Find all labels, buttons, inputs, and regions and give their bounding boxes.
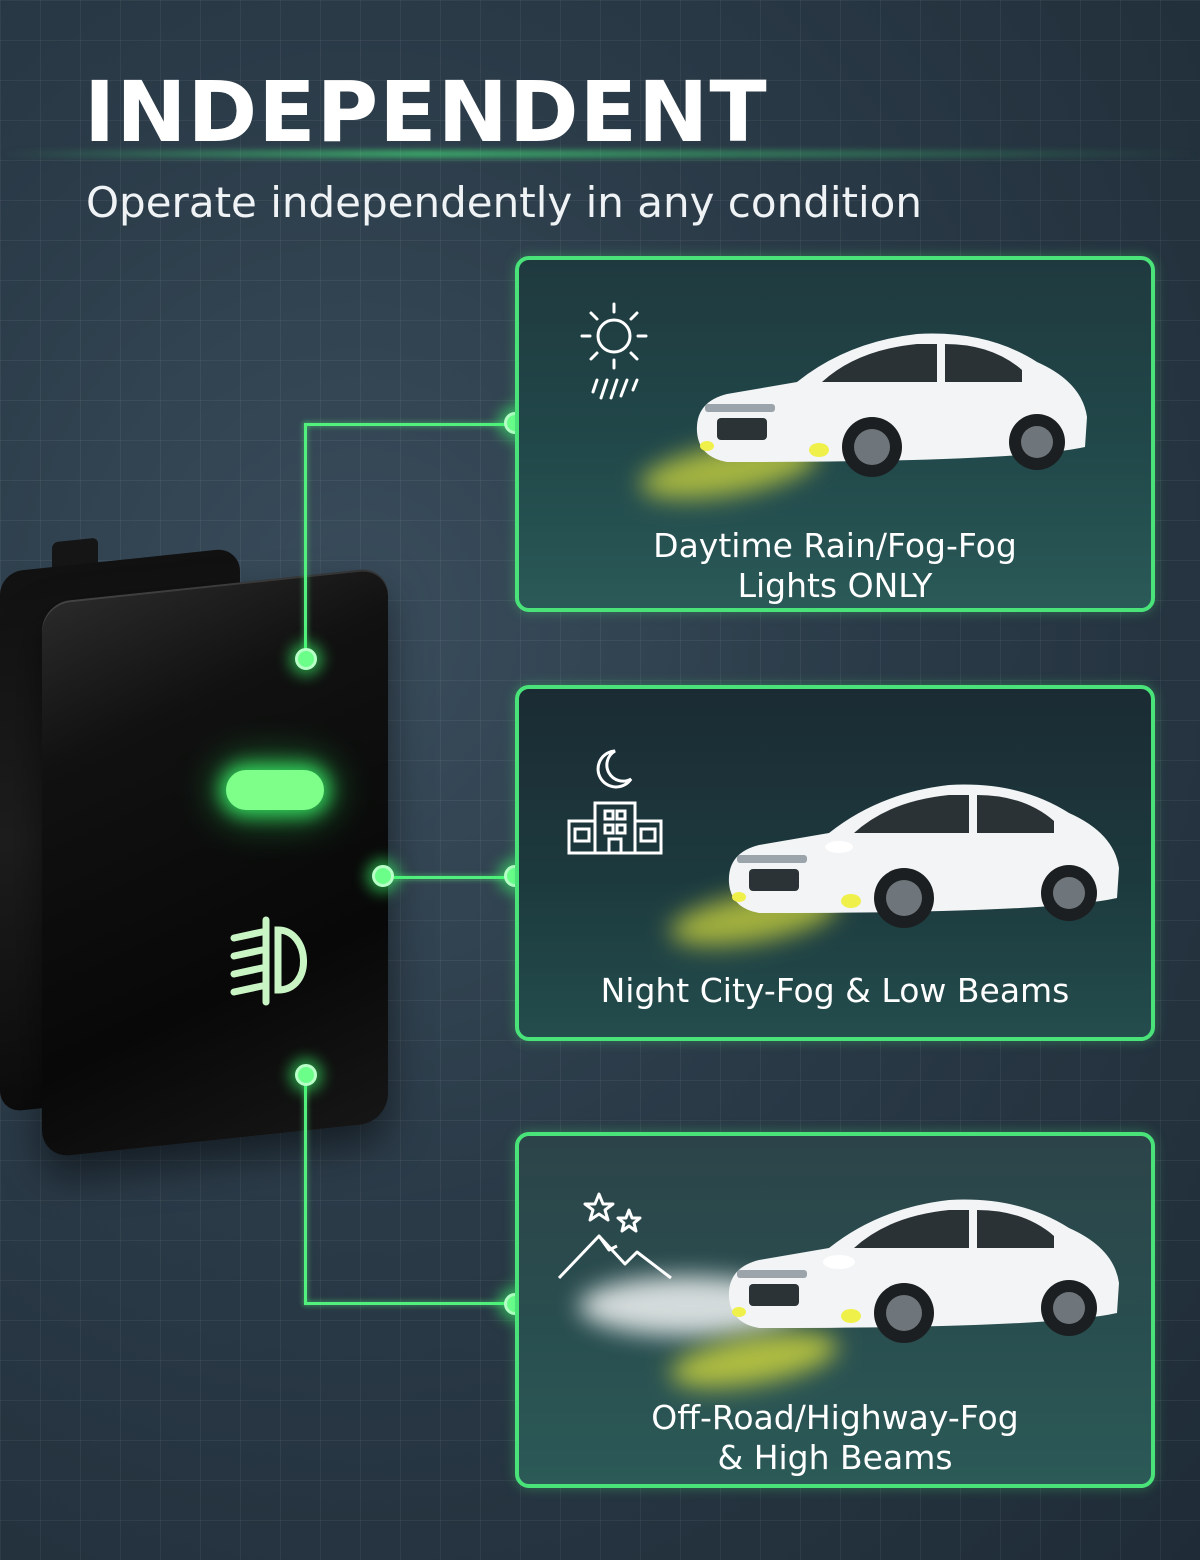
mode-caption-line-1: Off-Road/Highway-Fog [651,1398,1019,1437]
fog-light-icon [230,916,307,1006]
page-subtitle: Operate independently in any condition [86,178,922,227]
title-glow-line [0,150,1200,158]
mode-caption-line-1: Daytime Rain/Fog-Fog [653,526,1017,565]
connector-line-3a [304,1075,307,1304]
connector-dot [295,648,317,670]
car-image [728,1199,1119,1343]
connector-line-1b [304,423,516,426]
car-image [696,333,1087,477]
mode-panel-offroad: Off-Road/Highway-Fog & High Beams [515,1132,1155,1488]
connector-line-3b [304,1302,516,1305]
sun-rain-icon [580,302,648,400]
connector-line-2 [384,876,516,879]
connector-dot [295,1064,317,1086]
moon-city-icon [567,749,663,855]
rocker-switch[interactable] [42,566,388,1159]
mode-caption-line-2: & High Beams [717,1438,953,1477]
mode-caption-line-1: Night City-Fog & Low Beams [600,971,1070,1010]
indicator-light-icon [226,770,324,810]
car-image [728,784,1119,928]
mode-caption: Night City-Fog & Low Beams [519,971,1151,1011]
mode-panel-daytime: Daytime Rain/Fog-Fog Lights ONLY [515,256,1155,612]
connector-line-1a [304,423,307,659]
mode-caption-line-2: Lights ONLY [737,566,933,605]
stars-mountain-icon [557,1192,672,1280]
mode-caption: Off-Road/Highway-Fog & High Beams [519,1398,1151,1478]
mode-caption: Daytime Rain/Fog-Fog Lights ONLY [519,526,1151,606]
page-title: INDEPENDENT [84,63,768,161]
connector-dot [372,865,394,887]
mode-panel-night-city: Night City-Fog & Low Beams [515,685,1155,1041]
